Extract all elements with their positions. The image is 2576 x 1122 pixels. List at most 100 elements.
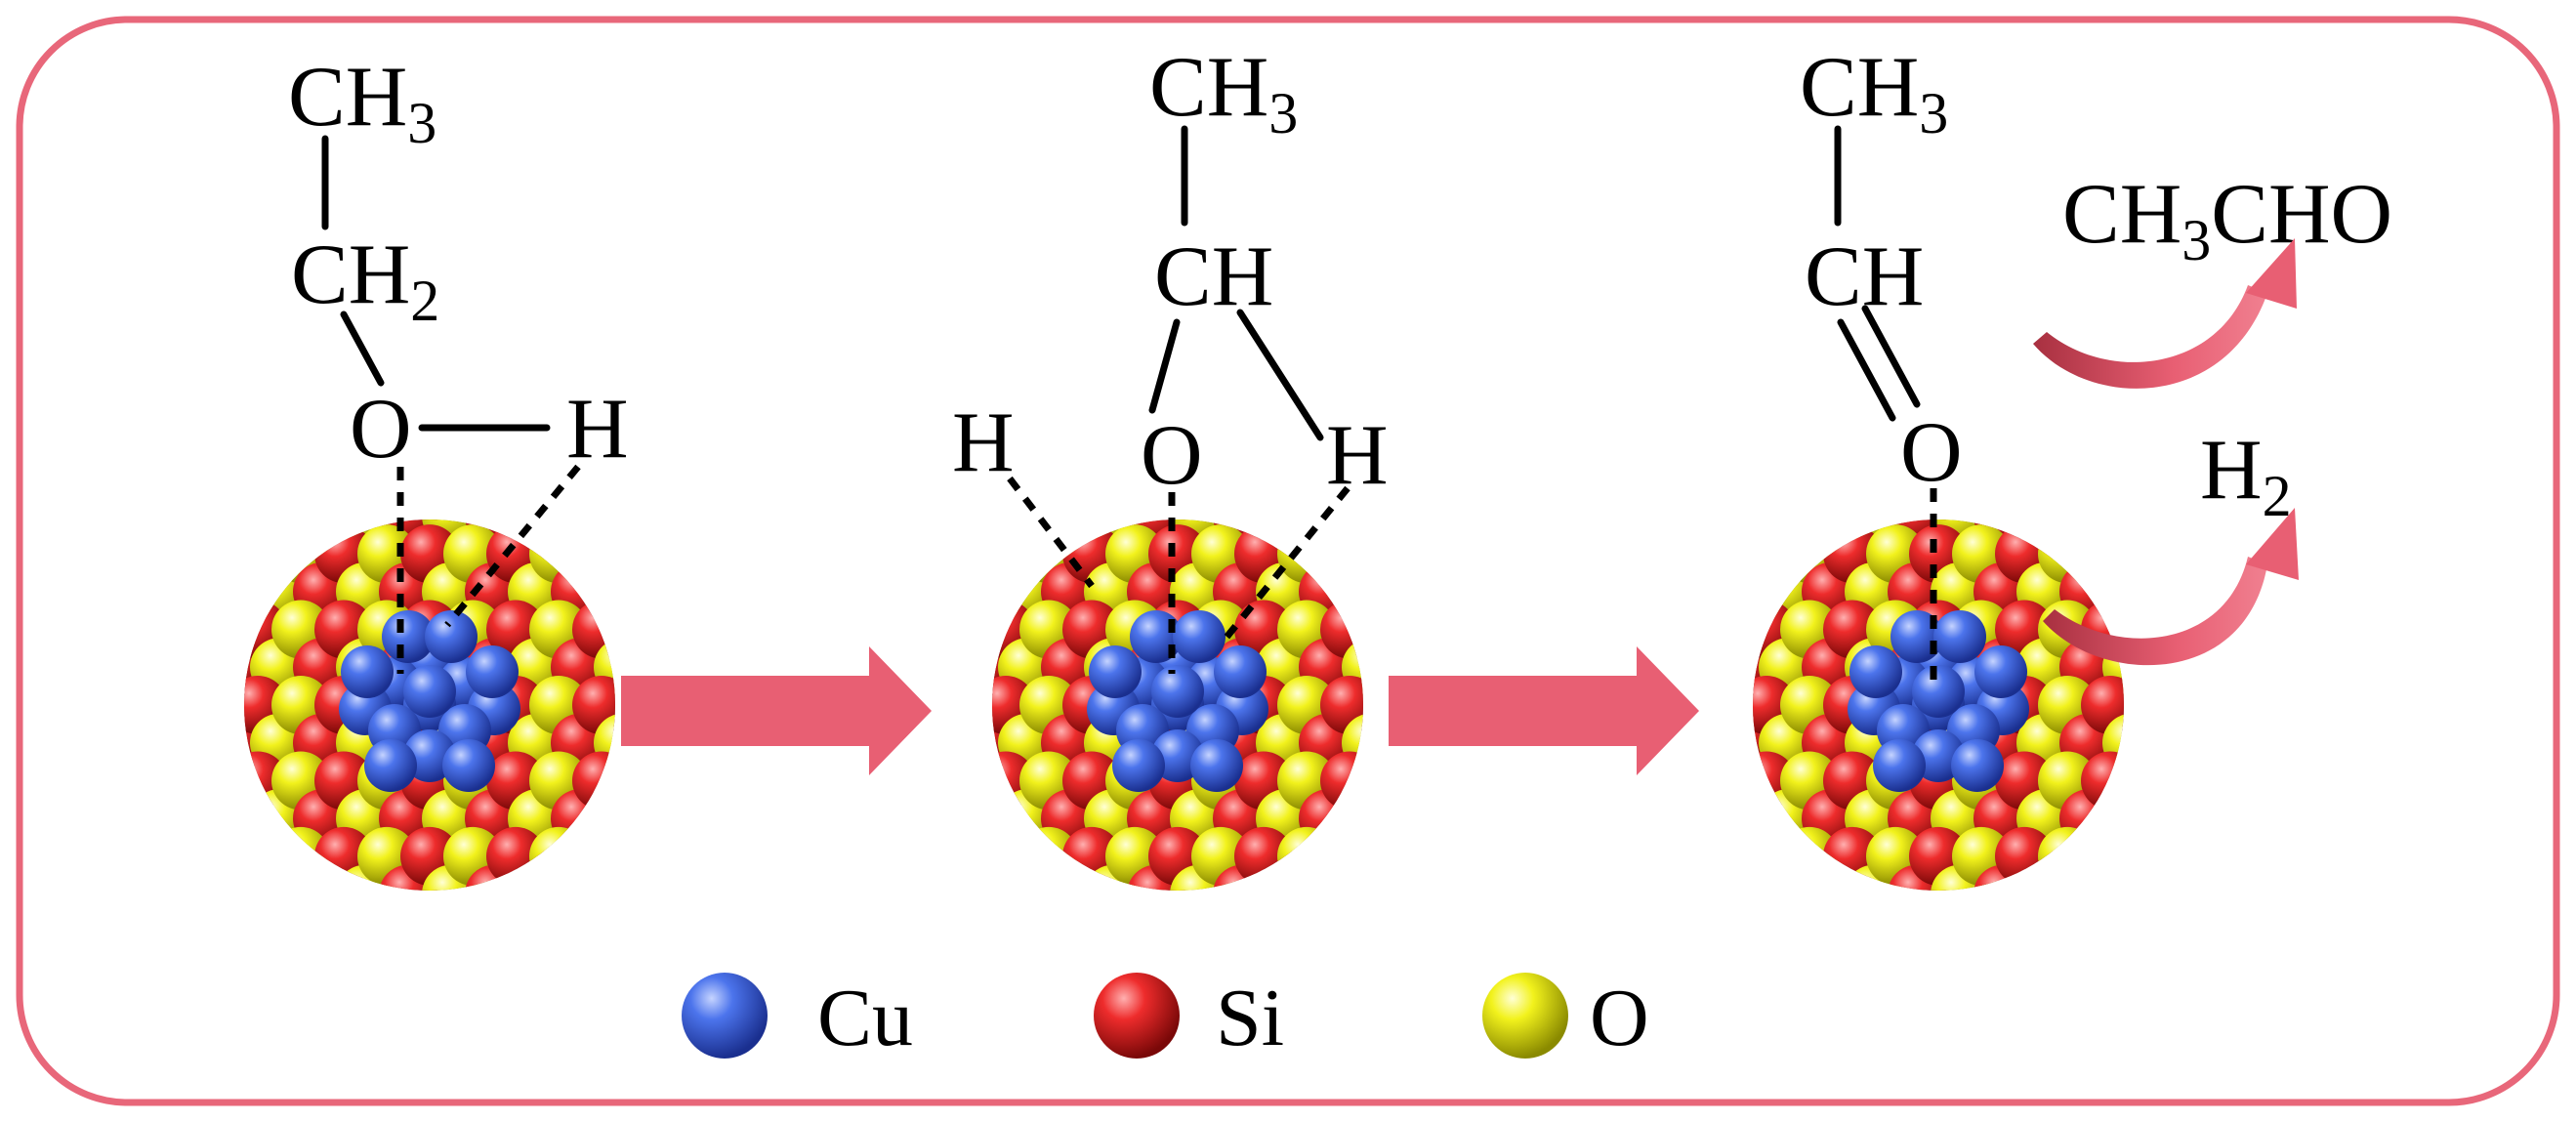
si-atom: [992, 864, 1014, 891]
o-atom: [912, 486, 971, 545]
o-atom: [164, 789, 223, 848]
si-atom: [891, 902, 949, 961]
o-atom: [443, 449, 502, 508]
si-atom: [1753, 524, 1796, 584]
o-atom: [594, 561, 615, 621]
o-atom: [934, 524, 992, 583]
o-atom: [2124, 902, 2182, 961]
si-atom: [2145, 714, 2204, 772]
o-atom: [1673, 865, 1731, 924]
si-atom: [891, 524, 949, 583]
o-atom: [186, 524, 244, 583]
o-atom: [1428, 562, 1486, 621]
o-atom: [615, 751, 674, 810]
o-atom: [1363, 601, 1422, 659]
si-atom: [658, 902, 717, 961]
cu-atom: [1873, 739, 1926, 792]
si-atom: [143, 524, 201, 583]
o-atom: [1694, 449, 1753, 508]
si-atom: [637, 562, 695, 621]
cu-atom: [382, 610, 435, 663]
si-atom: [1320, 676, 1363, 734]
si-atom: [572, 902, 631, 961]
o-atom: [615, 902, 674, 961]
si-atom: [1320, 751, 1363, 810]
si-atom: [486, 902, 545, 961]
si-atom: [2167, 902, 2225, 961]
o-atom: [508, 864, 566, 891]
o-atom: [998, 864, 1057, 891]
si-atom: [143, 676, 201, 734]
si-atom: [1234, 449, 1293, 508]
o-atom: [680, 562, 738, 621]
si-atom: [143, 827, 201, 886]
si-atom: [293, 519, 352, 546]
si-atom: [1385, 865, 1443, 924]
cu-atom: [1151, 665, 1204, 718]
o-atom: [250, 864, 309, 891]
o-atom: [164, 562, 223, 621]
dashed-h-surface: [444, 464, 581, 628]
si-atom: [143, 751, 201, 810]
acetaldehyde-label: CH3CHO: [2062, 167, 2392, 272]
o-atom: [2016, 864, 2075, 891]
o-atom: [271, 449, 330, 508]
si-atom: [244, 864, 266, 891]
o-atom: [1780, 902, 1839, 961]
si-atom: [1995, 902, 2054, 961]
si-atom: [244, 826, 287, 886]
cu-atom: [1849, 645, 1902, 698]
stage-2-ch3-label: CH3: [1149, 40, 1298, 145]
double-bond-c-o-2: [1861, 305, 1921, 408]
o-atom: [1428, 865, 1486, 924]
si-atom: [992, 561, 1014, 621]
catalyst-surface-2: [891, 449, 1486, 961]
cu-atom: [1933, 610, 1986, 663]
o-atom: [1428, 789, 1486, 848]
si-atom: [2081, 751, 2124, 810]
si-atom: [244, 561, 266, 621]
acetaldehyde-release-arrow: [2033, 238, 2297, 389]
si-atom: [1299, 864, 1357, 891]
o-atom: [912, 865, 971, 924]
stage-2-o-label: O: [1141, 408, 1203, 503]
si-atom: [1385, 486, 1443, 545]
si-atom: [1406, 751, 1465, 810]
si-atom: [551, 864, 609, 891]
si-atom: [551, 519, 609, 546]
cu-atom: [1089, 645, 1142, 698]
o-atom: [2124, 676, 2182, 734]
si-atom: [229, 902, 287, 961]
o-atom: [1673, 486, 1731, 545]
o-atom: [1694, 676, 1753, 734]
si-atom: [143, 449, 201, 508]
double-bond-c-o-1: [1837, 318, 1896, 422]
o-atom: [594, 864, 615, 891]
cu-atom: [1912, 665, 1965, 718]
o-atom: [1428, 486, 1486, 545]
o-atom: [998, 519, 1057, 546]
red-sphere-icon: [1094, 973, 1180, 1059]
o-atom: [680, 486, 738, 545]
si-atom: [2145, 562, 2204, 621]
si-atom: [992, 524, 1035, 584]
si-atom: [229, 449, 287, 508]
si-atom: [244, 789, 266, 849]
si-atom: [400, 902, 459, 961]
si-atom: [1753, 864, 1774, 891]
si-atom: [2167, 524, 2225, 583]
o-atom: [250, 519, 309, 546]
cu-atom: [341, 645, 394, 698]
si-atom: [658, 524, 717, 583]
o-atom: [1342, 789, 1363, 849]
stage-3-o-label: O: [1900, 405, 1963, 500]
o-atom: [164, 714, 223, 772]
si-atom: [1385, 789, 1443, 848]
si-atom: [1753, 789, 1774, 849]
yellow-sphere-icon: [1482, 973, 1568, 1059]
si-atom: [1651, 524, 1710, 583]
cu-atom: [1190, 739, 1243, 792]
o-atom: [680, 865, 738, 924]
si-atom: [1651, 902, 1710, 961]
stage-2-h-right-label: H: [1326, 408, 1389, 503]
